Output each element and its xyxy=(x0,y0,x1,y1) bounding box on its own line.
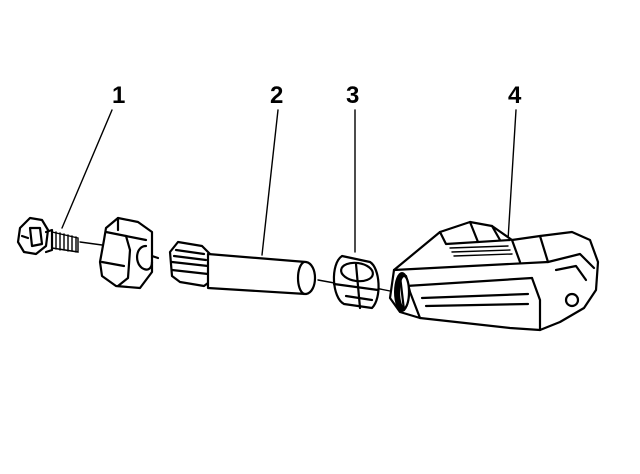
assembly-axis xyxy=(79,241,103,246)
part-4-caliper-housing xyxy=(388,220,600,332)
callout-4: 4 xyxy=(508,82,522,109)
part-3-sleeve xyxy=(332,254,380,310)
callout-2: 2 xyxy=(270,82,284,109)
leader-line-1 xyxy=(61,109,113,229)
bushing-clip xyxy=(98,216,160,290)
leader-line-4 xyxy=(507,109,517,241)
callout-1: 1 xyxy=(112,82,126,109)
leader-line-2 xyxy=(261,109,279,256)
part-2-guide-pin xyxy=(168,240,317,296)
callout-3: 3 xyxy=(346,82,360,109)
part-1-bolt xyxy=(16,216,79,256)
